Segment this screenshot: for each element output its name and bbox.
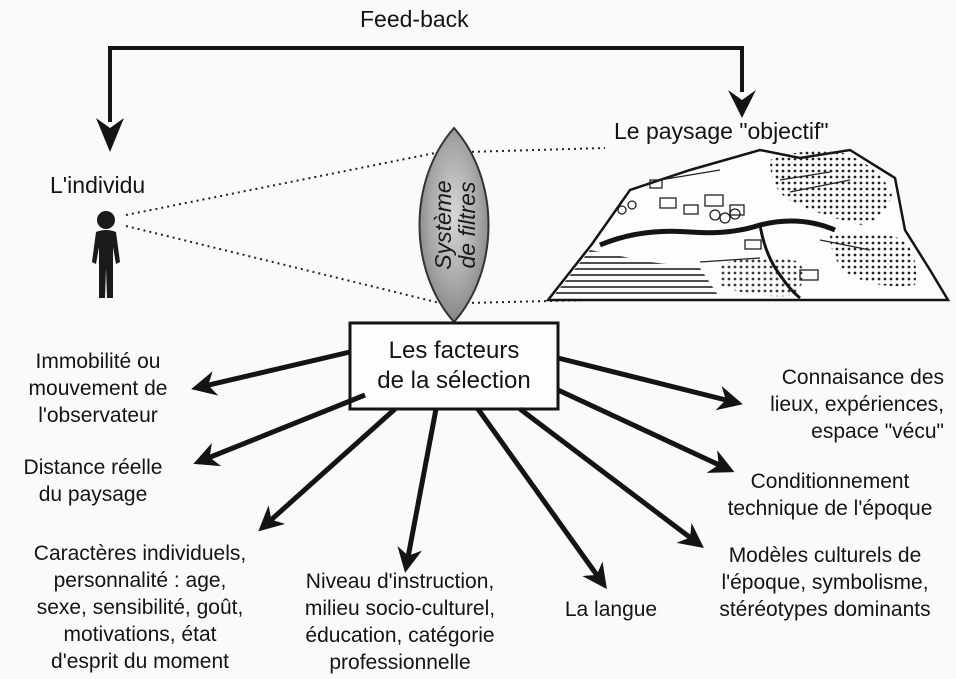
arrow-langue <box>475 407 607 590</box>
feedback-label: Feed-back <box>360 6 469 32</box>
arrow-caracteres <box>258 407 397 532</box>
factor-conditionnement: Conditionnement technique de l'époque <box>727 470 933 520</box>
arrow-immobilite <box>191 349 351 396</box>
person-icon <box>92 211 120 298</box>
arrow-distance <box>193 392 366 467</box>
factor-arrows <box>191 349 743 590</box>
selection-factors-label: Les facteurs de la sélection <box>377 337 531 394</box>
sight-lines <box>125 147 606 304</box>
landscape-illustration <box>545 148 951 302</box>
factor-distance: Distance réelle du paysage <box>23 456 163 506</box>
arrow-connaissance <box>557 355 743 411</box>
arrow-niveau <box>397 408 439 573</box>
factor-caracteres: Caractères individuels, personnalité : a… <box>33 542 247 673</box>
feedback-arrow <box>96 46 756 152</box>
factor-langue: La langue <box>564 598 658 621</box>
factor-connaissance: Connaisance des lieux, expériences, espa… <box>770 366 944 443</box>
filter-system-label: Système de filtres <box>430 180 480 270</box>
factor-niveau: Niveau d'instruction, milieu socio-cultu… <box>304 570 496 674</box>
arrow-conditionnement <box>556 387 735 473</box>
paysage-objectif-label: Le paysage "objectif" <box>614 118 829 144</box>
individu-label: L'individu <box>50 172 146 198</box>
selection-factors-box <box>348 321 560 411</box>
factor-immobilite: Immobilité ou mouvement de l'observateur <box>28 350 168 427</box>
factor-modeles: Modèles culturels de l'époque, symbolism… <box>719 544 931 621</box>
arrow-modeles <box>518 407 704 549</box>
